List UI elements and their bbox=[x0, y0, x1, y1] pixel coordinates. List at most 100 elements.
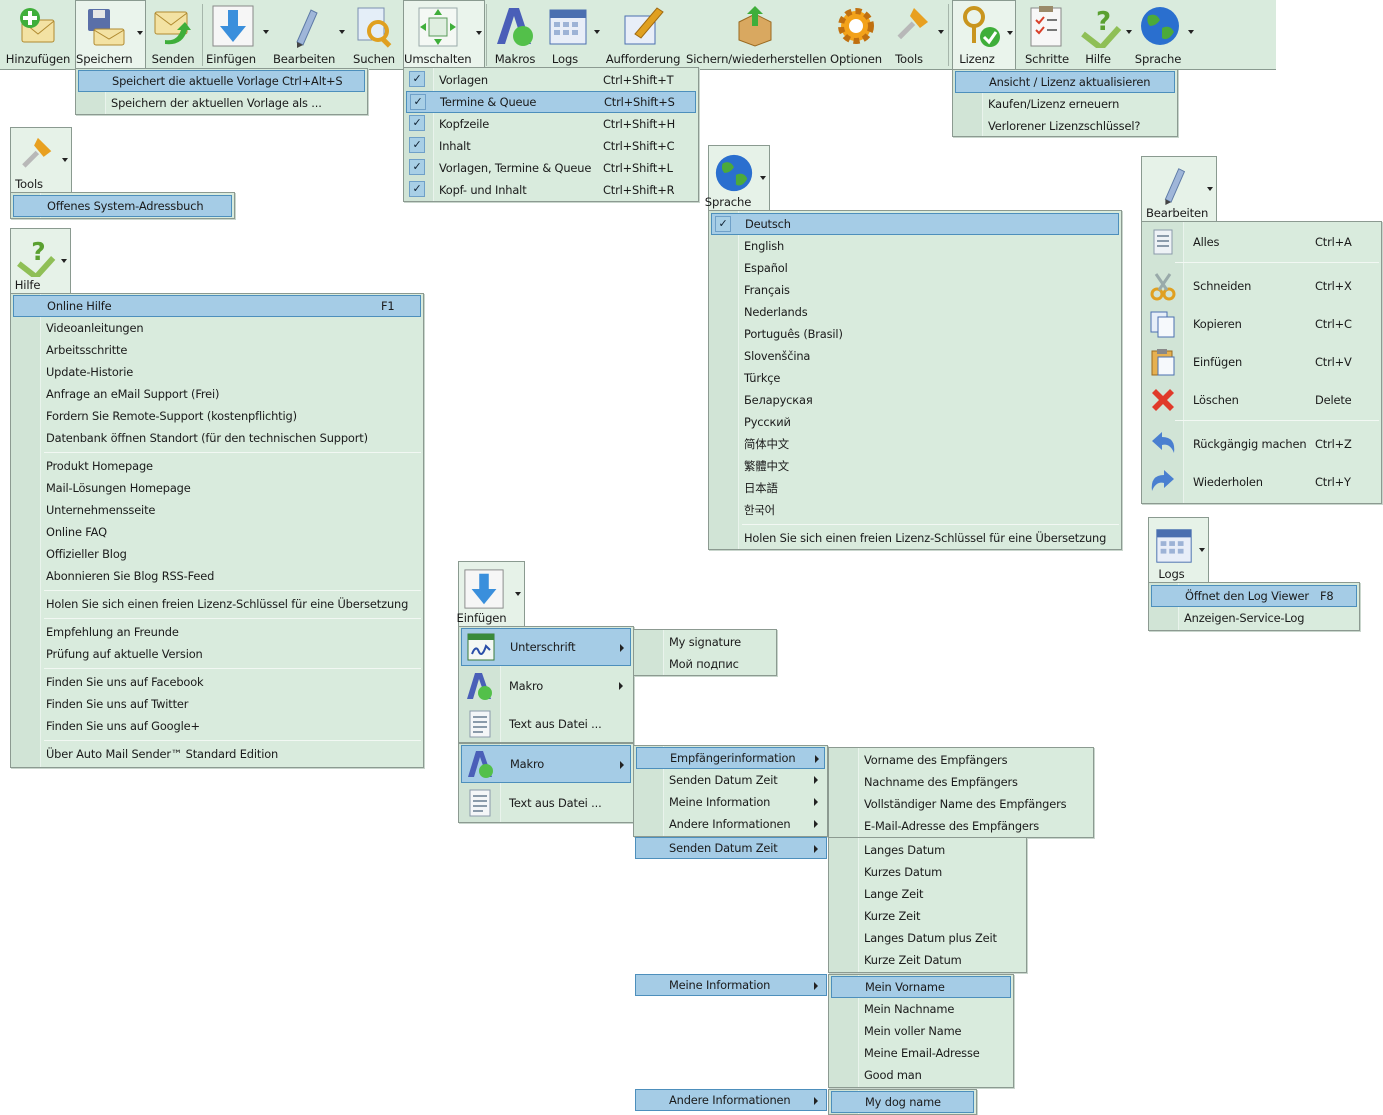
my-info-item[interactable]: Meine Information bbox=[635, 974, 827, 996]
prompt-button[interactable]: Aufforderung bbox=[604, 0, 682, 69]
language-popup-button[interactable]: Sprache bbox=[705, 145, 770, 211]
license-view-update-item[interactable]: Ansicht / Lizenz aktualisieren bbox=[955, 71, 1175, 93]
help-menu-item[interactable]: Online FAQ bbox=[13, 521, 421, 543]
help-menu-item[interactable]: Finden Sie uns auf Twitter bbox=[13, 693, 421, 715]
language-item[interactable]: Беларуская bbox=[711, 389, 1119, 411]
help-menu-item[interactable]: Fordern Sie Remote-Support (kostenpflich… bbox=[13, 405, 421, 427]
language-item[interactable]: ✓Deutsch bbox=[711, 213, 1119, 235]
help-menu-item[interactable]: Offizieller Blog bbox=[13, 543, 421, 565]
free-translation-key-item[interactable]: Holen Sie sich einen freien Lizenz-Schlü… bbox=[711, 527, 1119, 549]
help-popup-button[interactable]: ? Hilfe bbox=[10, 228, 71, 294]
tools-popup-button[interactable]: Tools bbox=[10, 127, 72, 193]
insert-popup-button[interactable]: Einfügen bbox=[457, 561, 525, 627]
recipient-field-item[interactable]: Vorname des Empfängers bbox=[831, 749, 1091, 771]
language-item[interactable]: Français bbox=[711, 279, 1119, 301]
help-menu-item[interactable]: Finden Sie uns auf Google+ bbox=[13, 715, 421, 737]
help-menu-item[interactable]: Videoanleitungen bbox=[13, 317, 421, 339]
language-item[interactable]: 한국어 bbox=[711, 499, 1119, 521]
switch-button[interactable]: Umschalten bbox=[403, 0, 485, 69]
language-item[interactable]: 日本語 bbox=[711, 477, 1119, 499]
signature-option[interactable]: My signature bbox=[636, 631, 774, 653]
license-buy-item[interactable]: Kaufen/Lizenz erneuern bbox=[955, 93, 1175, 115]
macros-button[interactable]: Makros bbox=[489, 0, 541, 69]
macro-category-item[interactable]: Senden Datum Zeit bbox=[636, 769, 825, 791]
help-menu-item[interactable]: Unternehmensseite bbox=[13, 499, 421, 521]
show-service-log-item[interactable]: Anzeigen-Service-Log bbox=[1151, 607, 1357, 629]
macro-category-item[interactable]: Meine Information bbox=[636, 791, 825, 813]
language-item[interactable]: 繁體中文 bbox=[711, 455, 1119, 477]
add-button[interactable]: Hinzufügen bbox=[2, 0, 74, 69]
date-format-item[interactable]: Langes Datum plus Zeit bbox=[831, 927, 1024, 949]
help-menu-item[interactable]: Empfehlung an Freunde bbox=[13, 621, 421, 643]
date-format-item[interactable]: Kurze Zeit bbox=[831, 905, 1024, 927]
language-item[interactable]: Русский bbox=[711, 411, 1119, 433]
save-template-as-item[interactable]: Speichern der aktuellen Vorlage als ... bbox=[78, 92, 365, 114]
help-menu-item[interactable]: Produkt Homepage bbox=[13, 455, 421, 477]
my-info-field-item[interactable]: Meine Email-Adresse bbox=[831, 1042, 1011, 1064]
help-menu-item[interactable]: Abonnieren Sie Blog RSS-Feed bbox=[13, 565, 421, 587]
my-info-field-item[interactable]: Mein Vorname bbox=[831, 976, 1011, 998]
help-menu-item[interactable]: Mail-Lösungen Homepage bbox=[13, 477, 421, 499]
language-item[interactable]: English bbox=[711, 235, 1119, 257]
help-menu-item[interactable]: Anfrage an eMail Support (Frei) bbox=[13, 383, 421, 405]
open-address-book-item[interactable]: Offenes System-Adressbuch bbox=[13, 195, 232, 217]
steps-button[interactable]: Schritte bbox=[1020, 0, 1074, 69]
search-button[interactable]: Suchen bbox=[349, 0, 399, 69]
other-info-item[interactable]: Andere Informationen bbox=[635, 1089, 827, 1111]
logs-popup-button[interactable]: Logs bbox=[1148, 517, 1209, 583]
language-item[interactable]: 简体中文 bbox=[711, 433, 1119, 455]
language-button[interactable]: Sprache bbox=[1134, 0, 1196, 69]
options-button[interactable]: Optionen bbox=[828, 0, 884, 69]
date-format-item[interactable]: Kurzes Datum bbox=[831, 861, 1024, 883]
help-menu-item[interactable]: Finden Sie uns auf Facebook bbox=[13, 671, 421, 693]
tools-button[interactable]: Tools bbox=[886, 0, 946, 69]
edit-popup-button[interactable]: Bearbeiten bbox=[1141, 156, 1217, 222]
edit-button[interactable]: Bearbeiten bbox=[273, 0, 347, 69]
macro-item[interactable]: Makro bbox=[461, 745, 631, 783]
recipient-field-item[interactable]: Nachname des Empfängers bbox=[831, 771, 1091, 793]
recipient-field-item[interactable]: Vollständiger Name des Empfängers bbox=[831, 793, 1091, 815]
language-item[interactable]: Português (Brasil) bbox=[711, 323, 1119, 345]
date-format-item[interactable]: Lange Zeit bbox=[831, 883, 1024, 905]
dog-name-item[interactable]: My dog name bbox=[831, 1091, 974, 1113]
backup-button[interactable]: Sichern/wiederherstellen bbox=[686, 0, 827, 69]
send-button[interactable]: Senden bbox=[147, 0, 199, 69]
my-info-field-item[interactable]: Mein Nachname bbox=[831, 998, 1011, 1020]
help-menu-item[interactable]: Prüfung auf aktuelle Version bbox=[13, 643, 421, 665]
save-button[interactable]: Speichern bbox=[75, 0, 146, 69]
license-lost-key-item[interactable]: Verlorener Lizenzschlüssel? bbox=[955, 115, 1175, 137]
license-button[interactable]: Lizenz bbox=[952, 0, 1016, 69]
language-item[interactable]: Türkçe bbox=[711, 367, 1119, 389]
macro-category-item[interactable]: Andere Informationen bbox=[636, 813, 825, 835]
signature-item[interactable]: Unterschrift bbox=[461, 628, 631, 666]
language-item[interactable]: Español bbox=[711, 257, 1119, 279]
text-from-file-item[interactable]: Text aus Datei ... bbox=[461, 784, 631, 822]
language-item[interactable]: Slovenščina bbox=[711, 345, 1119, 367]
send-date-time-item[interactable]: Senden Datum Zeit bbox=[635, 837, 827, 859]
macro-category-item[interactable]: Empfängerinformation bbox=[636, 747, 825, 769]
signature-option[interactable]: Мой подпис bbox=[636, 653, 774, 675]
help-menu-item[interactable]: Holen Sie sich einen freien Lizenz-Schlü… bbox=[13, 593, 421, 615]
recipient-field-item[interactable]: E-Mail-Adresse des Empfängers bbox=[831, 815, 1091, 837]
my-info-field-item[interactable]: Good man bbox=[831, 1064, 1011, 1086]
macro-item[interactable]: Makro bbox=[461, 667, 631, 705]
help-button[interactable]: ? Hilfe bbox=[1076, 0, 1134, 69]
insert-button[interactable]: Einfügen bbox=[205, 0, 271, 69]
help-menu-item[interactable]: Arbeitsschritte bbox=[13, 339, 421, 361]
my-info-field-item[interactable]: Mein voller Name bbox=[831, 1020, 1011, 1042]
help-menu-item[interactable]: Über Auto Mail Sender™ Standard Edition bbox=[13, 743, 421, 765]
